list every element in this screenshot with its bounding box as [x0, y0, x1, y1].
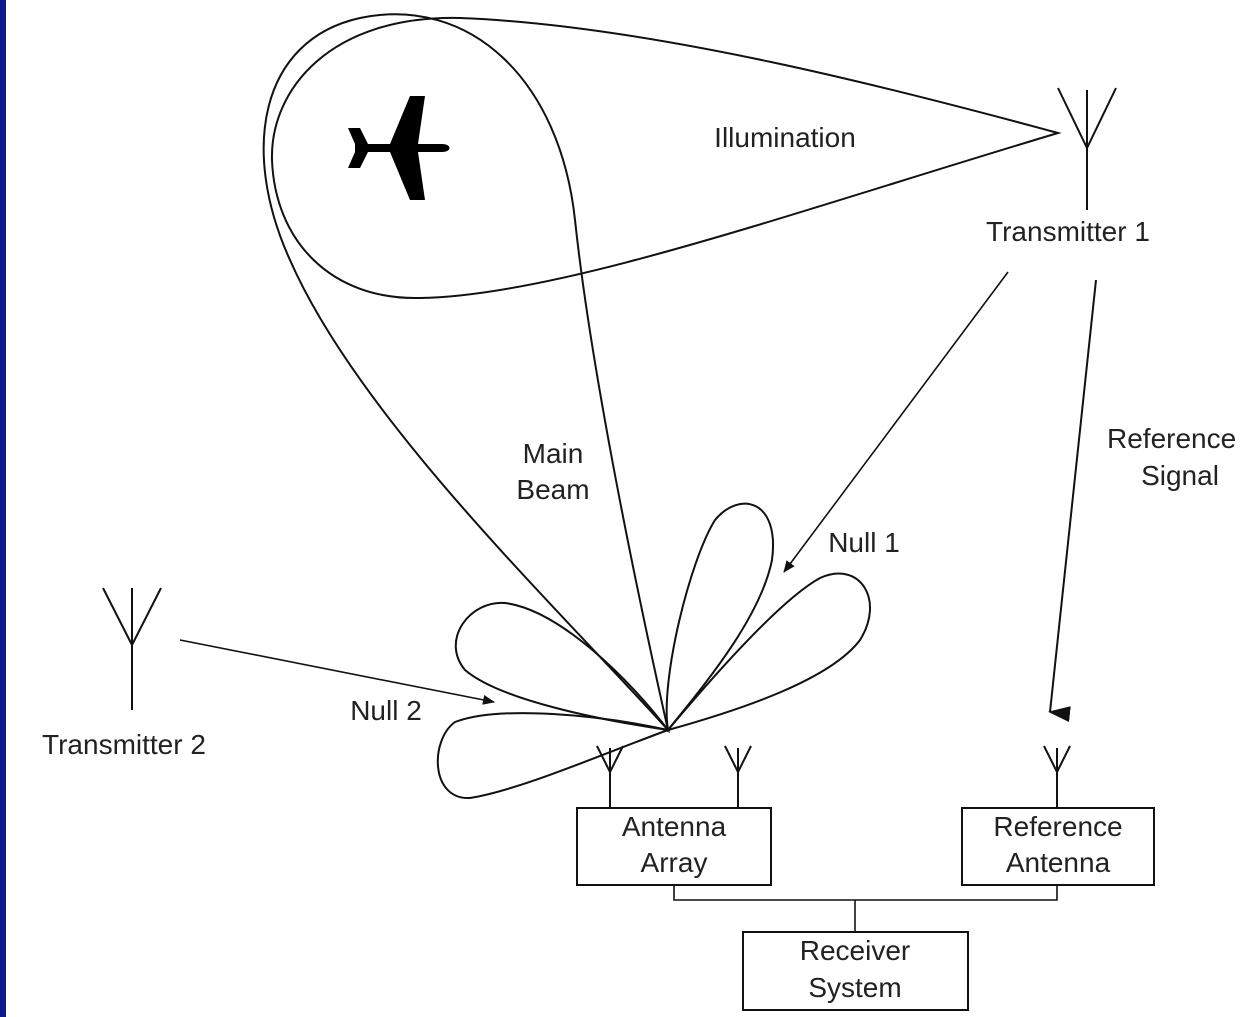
illumination-label: Illumination — [714, 122, 856, 153]
antenna-array-label-line1: Antenna — [622, 811, 727, 842]
reference-antenna-label-line1: Reference — [993, 811, 1122, 842]
reference-signal-label-line1: Reference — [1107, 423, 1236, 454]
side-lobe-1 — [665, 502, 775, 733]
main-beam-label-line2: Beam — [516, 474, 589, 505]
null2-arrow — [179, 639, 495, 705]
side-lobe-4 — [436, 712, 672, 800]
array-antenna-icon-1 — [596, 745, 624, 808]
array-antenna-icon-2 — [724, 745, 752, 808]
left-border — [0, 0, 6, 1017]
connector-lines — [673, 885, 1058, 901]
side-lobe-3 — [454, 601, 671, 732]
illumination-lobe — [270, 16, 1062, 300]
null2-label: Null 2 — [350, 695, 422, 726]
reference-signal-label-line2: Signal — [1141, 460, 1219, 491]
main-beam-lobe — [262, 13, 670, 734]
transmitter2-antenna-icon — [102, 587, 162, 710]
transmitter1-antenna-icon — [1057, 87, 1117, 210]
reference-antenna-icon — [1043, 745, 1071, 808]
main-beam-label-line1: Main — [523, 438, 584, 469]
reference-antenna-label-line2: Antenna — [1006, 847, 1111, 878]
airplane-icon — [348, 96, 450, 200]
receiver-system-label-line2: System — [808, 972, 901, 1003]
transmitter2-label: Transmitter 2 — [42, 729, 206, 760]
transmitter1-label: Transmitter 1 — [986, 216, 1150, 247]
receiver-system-label-line1: Receiver — [800, 935, 910, 966]
antenna-array-label-line2: Array — [641, 847, 708, 878]
reference-signal-arrow — [1048, 279, 1097, 723]
receiver-system-box — [742, 931, 969, 1011]
side-lobe-2 — [665, 572, 871, 732]
null1-arrow — [783, 271, 1009, 573]
reference-antenna-box — [961, 807, 1155, 886]
null1-label: Null 1 — [828, 527, 900, 558]
